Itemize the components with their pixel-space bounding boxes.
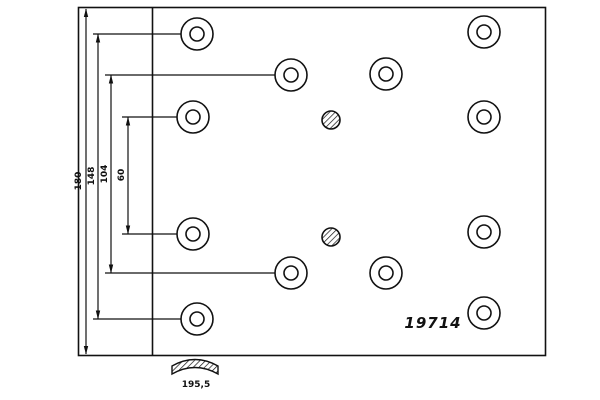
- dimension-label-60: 60: [117, 169, 127, 182]
- lining-outline: [77, 6, 547, 357]
- arc-section-symbol: 195,5: [171, 358, 219, 390]
- arc-band: [171, 358, 219, 376]
- rivet-hole-inner: [476, 109, 492, 125]
- hatched-hole: [321, 227, 341, 247]
- holes-layer: [176, 15, 501, 336]
- arrowhead-down-icon: [108, 264, 114, 274]
- rivet-hole-inner: [185, 109, 201, 125]
- dimension-180: 180: [74, 8, 89, 355]
- rivet-hole-inner: [185, 226, 201, 242]
- rivet-hole-inner: [378, 66, 394, 82]
- arrowhead-down-icon: [95, 310, 101, 320]
- arc-width-label: 195,5: [182, 380, 210, 390]
- rivet-hole-inner: [283, 265, 299, 281]
- dimension-label-148: 148: [87, 167, 97, 186]
- arrowhead-up-icon: [83, 8, 89, 17]
- hatched-hole: [321, 110, 341, 130]
- arrowhead-up-icon: [125, 116, 131, 126]
- arrowhead-down-icon: [83, 346, 89, 355]
- dimension-label-104: 104: [100, 165, 110, 184]
- part-number: 19714: [404, 314, 461, 332]
- arrowhead-up-icon: [108, 74, 114, 84]
- dimension-148: 148: [87, 33, 181, 320]
- rivet-hole-inner: [378, 265, 394, 281]
- rivet-hole-inner: [476, 305, 492, 321]
- rivet-hole-inner: [189, 311, 205, 327]
- rivet-hole-inner: [283, 67, 299, 83]
- rivet-hole-inner: [189, 26, 205, 42]
- dimension-60: 60: [117, 116, 177, 235]
- arrowhead-down-icon: [125, 225, 131, 235]
- rivet-hole-inner: [476, 24, 492, 40]
- rivet-hole-inner: [476, 224, 492, 240]
- dimension-104: 104: [100, 74, 275, 274]
- arrowhead-up-icon: [95, 33, 101, 43]
- dimension-label-180: 180: [74, 172, 84, 191]
